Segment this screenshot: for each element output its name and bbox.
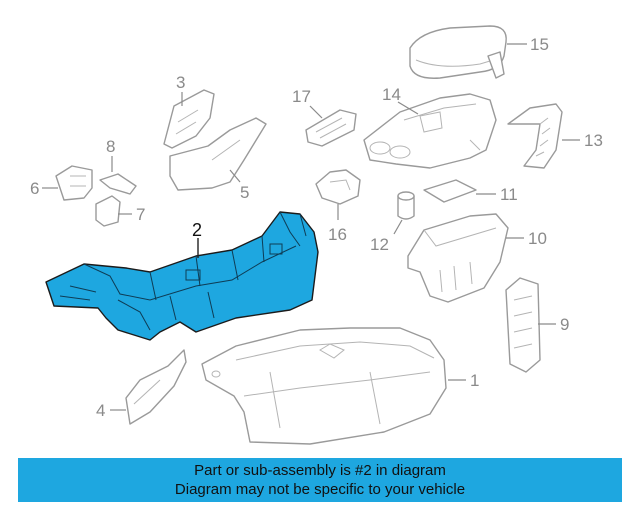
- part-5-trim-panel[interactable]: [169, 117, 267, 191]
- callout-17: 17: [292, 87, 311, 106]
- callout-14: 14: [382, 85, 401, 104]
- callout-5: 5: [240, 183, 249, 202]
- callout-3: 3: [176, 73, 185, 92]
- part-3-bracket[interactable]: [163, 89, 215, 149]
- part-15-armrest-lid[interactable]: [409, 25, 507, 79]
- part-13-side-bracket[interactable]: [507, 103, 563, 169]
- info-banner: Part or sub-assembly is #2 in diagram Di…: [18, 458, 622, 502]
- callout-7: 7: [136, 205, 145, 224]
- part-7-small-block[interactable]: [95, 195, 121, 227]
- callout-15: 15: [530, 35, 549, 54]
- part-12-cylinder[interactable]: [397, 191, 415, 220]
- part-1-console-body[interactable]: [201, 327, 447, 445]
- callout-13: 13: [584, 131, 603, 150]
- leader-12: [393, 219, 403, 235]
- leader-5: [229, 169, 241, 183]
- callout-12: 12: [370, 235, 389, 254]
- callout-1: 1: [470, 371, 479, 390]
- part-11-pad[interactable]: [423, 179, 477, 203]
- callout-8: 8: [106, 137, 115, 156]
- part-17-small-bracket[interactable]: [305, 109, 357, 147]
- leader-14: [397, 101, 419, 115]
- banner-line-1: Part or sub-assembly is #2 in diagram: [194, 462, 446, 479]
- part-16-clip-bracket[interactable]: [315, 169, 361, 205]
- callout-4: 4: [96, 401, 105, 420]
- part-9-side-panel[interactable]: [505, 277, 541, 373]
- part-14-console-upper[interactable]: [363, 93, 497, 169]
- part-6-switch-block[interactable]: [55, 165, 93, 201]
- callout-2: 2: [192, 220, 202, 240]
- part-4-lower-bracket[interactable]: [125, 349, 187, 425]
- callout-11: 11: [500, 185, 518, 204]
- callout-6: 6: [30, 179, 39, 198]
- callout-9: 9: [560, 315, 569, 334]
- part-10-storage-bin[interactable]: [407, 213, 509, 303]
- exploded-parts-diagram: 15 14 13 17 16: [30, 25, 603, 445]
- part-2-console-frame[interactable]: [45, 211, 319, 341]
- callout-16: 16: [328, 225, 347, 244]
- part-8-clip[interactable]: [99, 173, 137, 195]
- callout-10: 10: [528, 229, 547, 248]
- leader-17: [309, 105, 323, 119]
- banner-line-2: Diagram may not be specific to your vehi…: [174, 481, 466, 498]
